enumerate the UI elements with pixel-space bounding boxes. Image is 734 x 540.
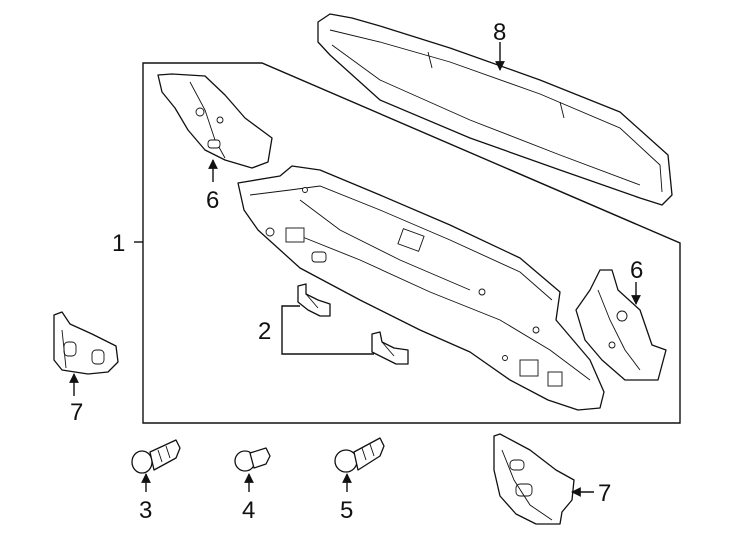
callout-6-upper-left: 6 — [206, 187, 219, 214]
part-7-left-bracket — [53, 311, 119, 375]
part-5-screw — [334, 437, 385, 473]
callout-7-right: 7 — [598, 480, 611, 507]
callout-labels: 1 2 3 4 5 6 6 7 7 8 — [70, 19, 643, 524]
callout-2: 2 — [258, 318, 271, 345]
part-7-right-bracket — [493, 433, 575, 525]
callout-7-left: 7 — [70, 399, 83, 426]
part-3-bolt — [131, 439, 181, 474]
callout-8: 8 — [493, 19, 506, 46]
callout-5: 5 — [340, 497, 353, 524]
callout-4: 4 — [242, 497, 255, 524]
leader-lines — [69, 42, 641, 497]
part-2-clip-lower — [371, 331, 409, 365]
callout-1: 1 — [112, 230, 125, 257]
part-2-clip-upper — [297, 283, 331, 317]
part-6-right-bracket — [575, 269, 667, 381]
part-1-rear-panel — [237, 165, 605, 411]
part-4-push-pin — [234, 447, 271, 472]
callout-6-right: 6 — [630, 257, 643, 284]
callout-3: 3 — [139, 497, 152, 524]
part-6-left-bracket — [157, 73, 273, 169]
part-8-upper-rail — [317, 13, 673, 206]
assembly-outline — [142, 62, 681, 424]
